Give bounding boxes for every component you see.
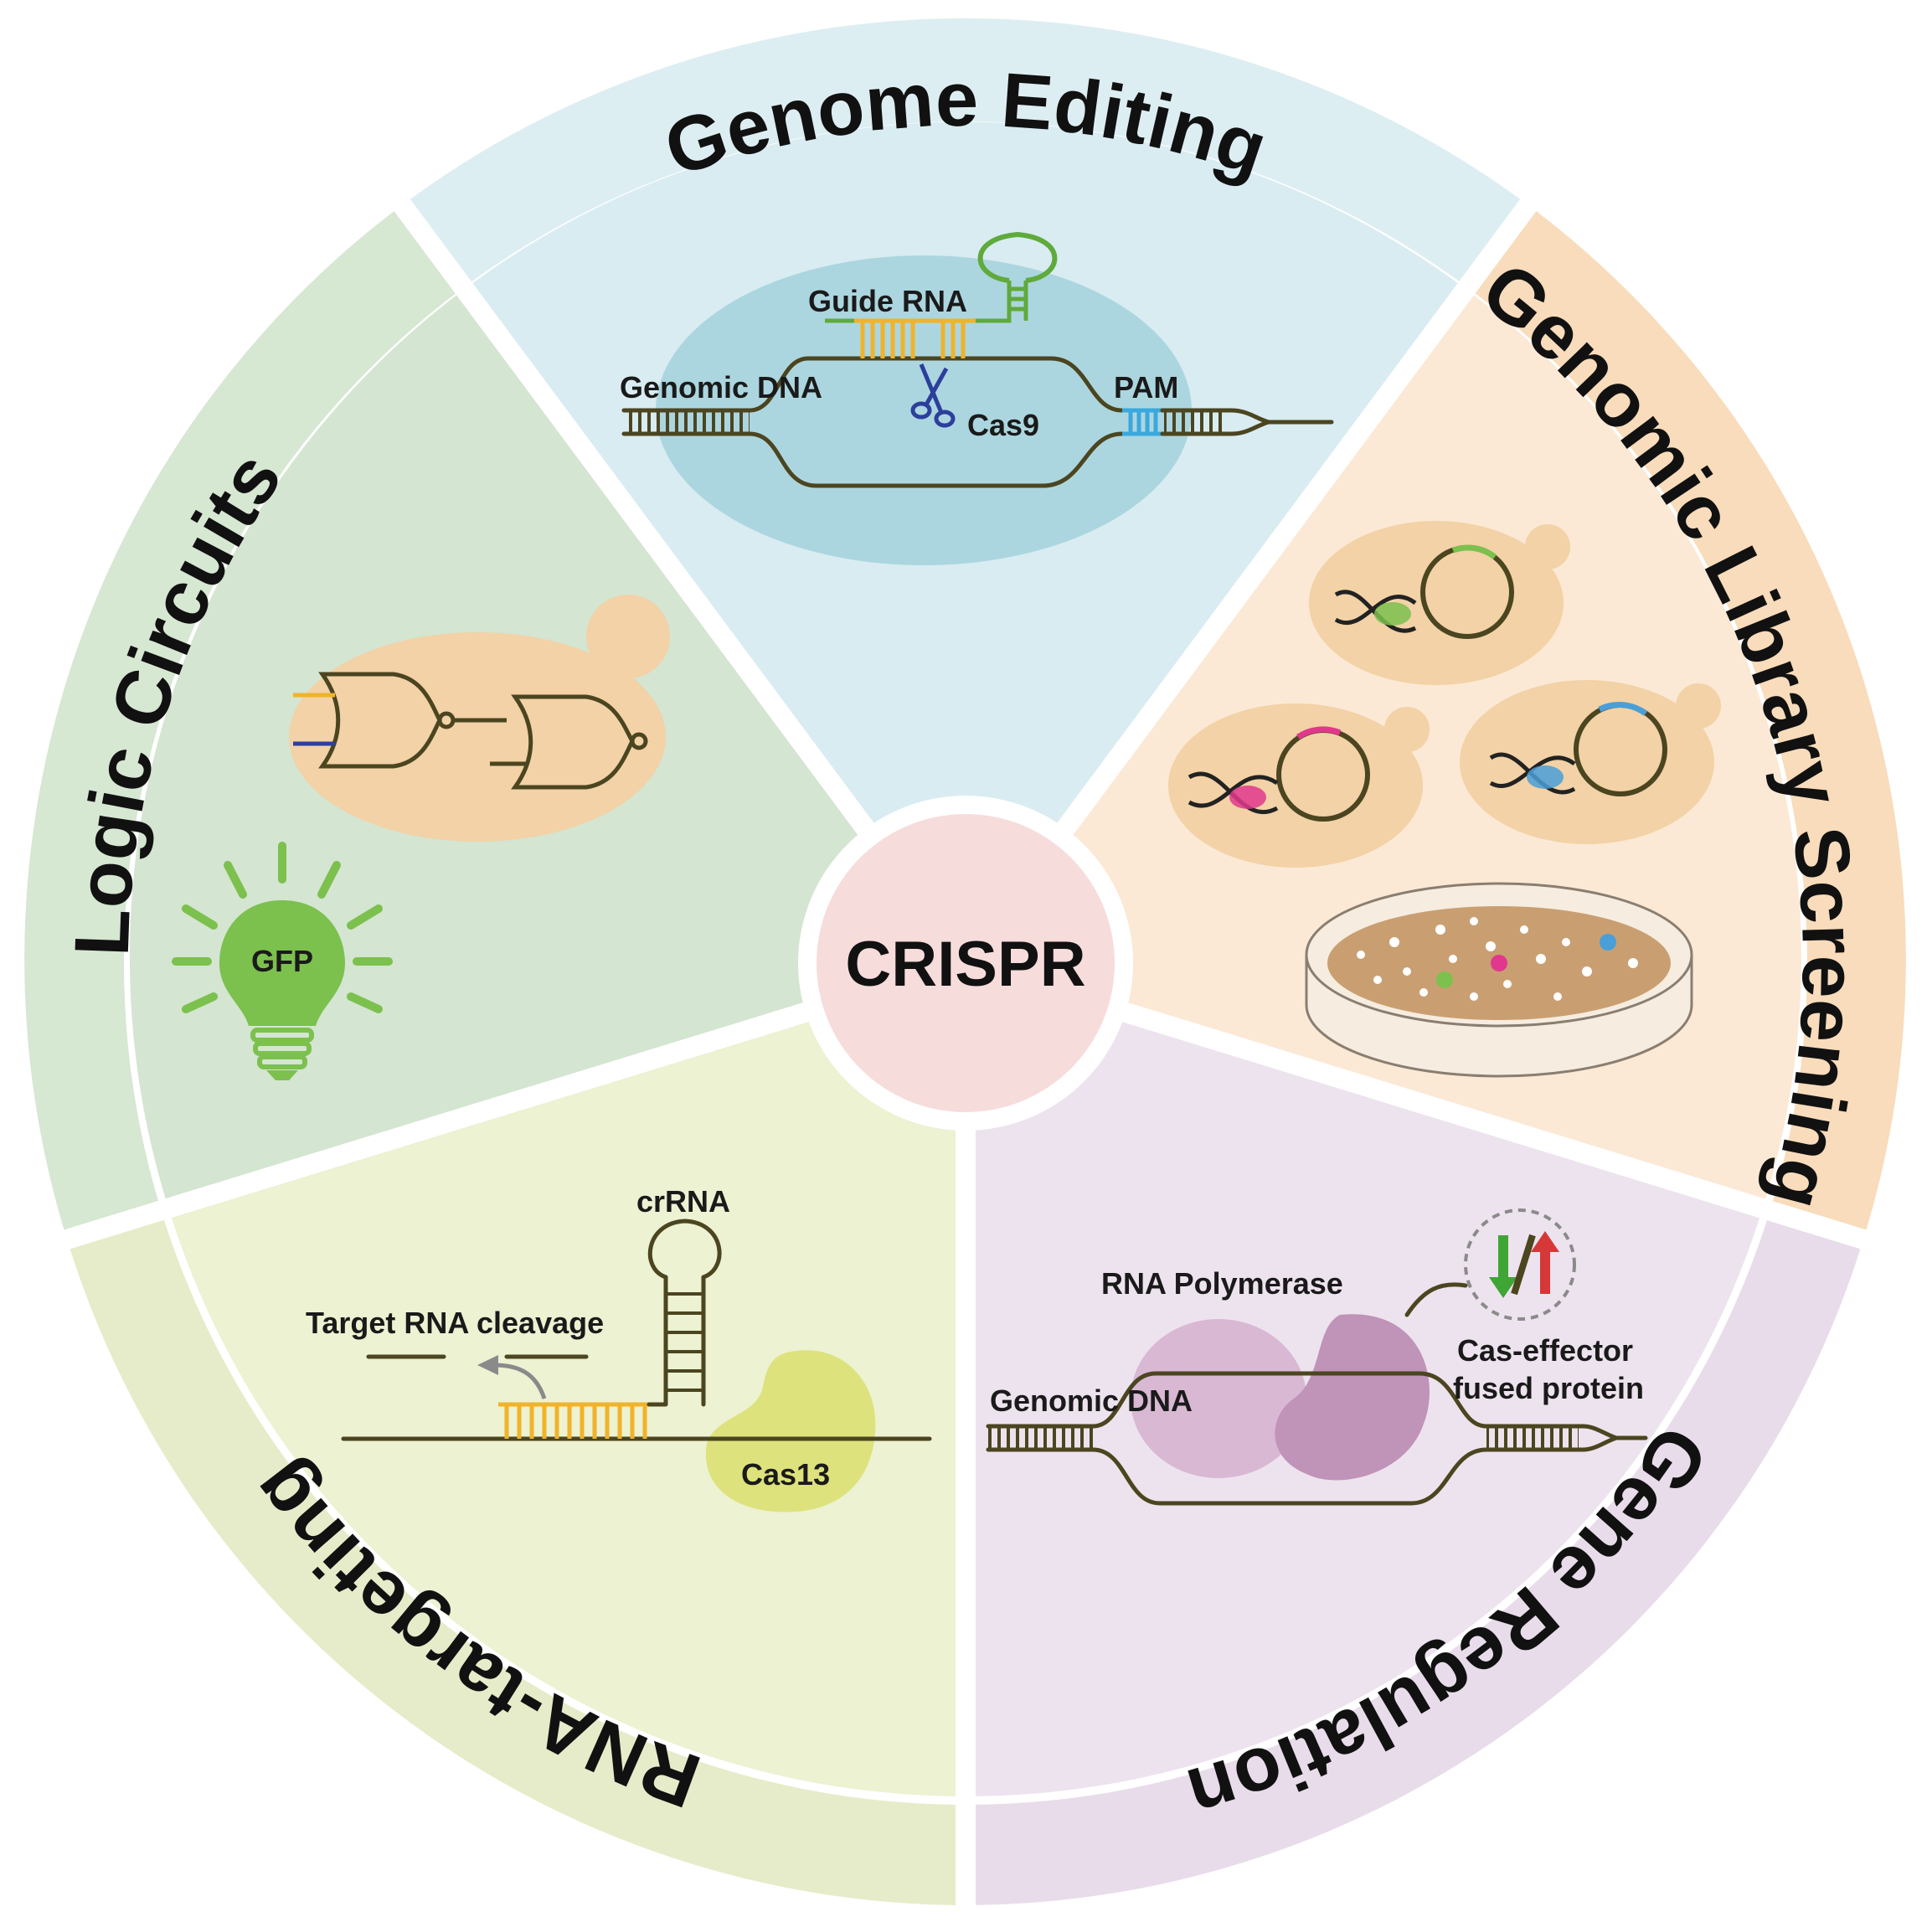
dna-ladder-right-regulation (1486, 1426, 1579, 1450)
pam-rungs (1128, 410, 1158, 434)
label-target-rna-cleavage: Target RNA cleavage (306, 1306, 604, 1340)
yeast-cell-magenta (1168, 703, 1430, 868)
label-genomic-dna-editing: Genomic DNA (620, 370, 822, 404)
guide-rna-pairing (860, 321, 966, 358)
nor-gate-1 (318, 672, 507, 769)
down-arrow-icon (1489, 1235, 1517, 1298)
gene-regulation-illustration: RNA Polymerase Genomic DNA Cas-effector … (986, 1208, 1648, 1506)
dna-bottom-strand (747, 431, 1125, 488)
guide-rna-loop (977, 231, 1058, 283)
label-guide-rna: Guide RNA (808, 284, 967, 318)
scissors-icon (910, 363, 956, 428)
genome-editing-illustration: Guide RNA Genomic DNA PAM Cas9 (620, 231, 1334, 565)
effector-bubble (1464, 1208, 1576, 1321)
yeast-cell-blue (1460, 680, 1721, 844)
crrna-loop (647, 1219, 722, 1280)
dna-ladder-left-regulation (988, 1426, 1093, 1450)
label-genomic-dna-regulation: Genomic DNA (990, 1384, 1193, 1418)
label-cas-effector-line2: fused protein (1453, 1371, 1644, 1405)
up-arrow-icon (1531, 1231, 1559, 1294)
logic-circuits-illustration: GFP (172, 595, 670, 1080)
label-rna-polymerase: RNA Polymerase (1101, 1266, 1343, 1301)
label-crrna: crRNA (636, 1184, 730, 1219)
center-circle (817, 814, 1115, 1112)
cas13-protein (705, 1350, 876, 1512)
label-cas-effector-line1: Cas-effector (1457, 1333, 1633, 1368)
dna-ladder-right (1164, 410, 1223, 434)
inner-rna (168, 963, 966, 1797)
label-gfp: GFP (251, 944, 313, 978)
slash-divider (1511, 1234, 1536, 1296)
rna-polymerase-light (1131, 1319, 1306, 1478)
lightbulb-icon (172, 842, 393, 1080)
rna-targeting-illustration: crRNA Target RNA cleavage Cas13 (306, 1184, 932, 1512)
center-label: CRISPR (845, 929, 1085, 1000)
petri-dish (1305, 882, 1693, 1078)
library-screening-illustration (1168, 521, 1721, 1078)
dna-top-strand (747, 356, 1125, 413)
crrna-pairing (504, 1404, 647, 1439)
cleavage-arrow-icon (493, 1363, 547, 1399)
cell-genome-editing (656, 255, 1192, 565)
rna-polymerase-dark (1275, 1314, 1430, 1481)
dna-helix-green (1334, 590, 1417, 633)
nor-gate-2 (490, 694, 648, 790)
yeast-cell-green (1309, 521, 1570, 685)
label-cas13: Cas13 (741, 1457, 830, 1492)
label-pam: PAM (1114, 370, 1178, 404)
label-cas9: Cas9 (967, 408, 1039, 442)
crrna-stem (647, 1275, 706, 1407)
dna-ladder-left (624, 410, 750, 434)
